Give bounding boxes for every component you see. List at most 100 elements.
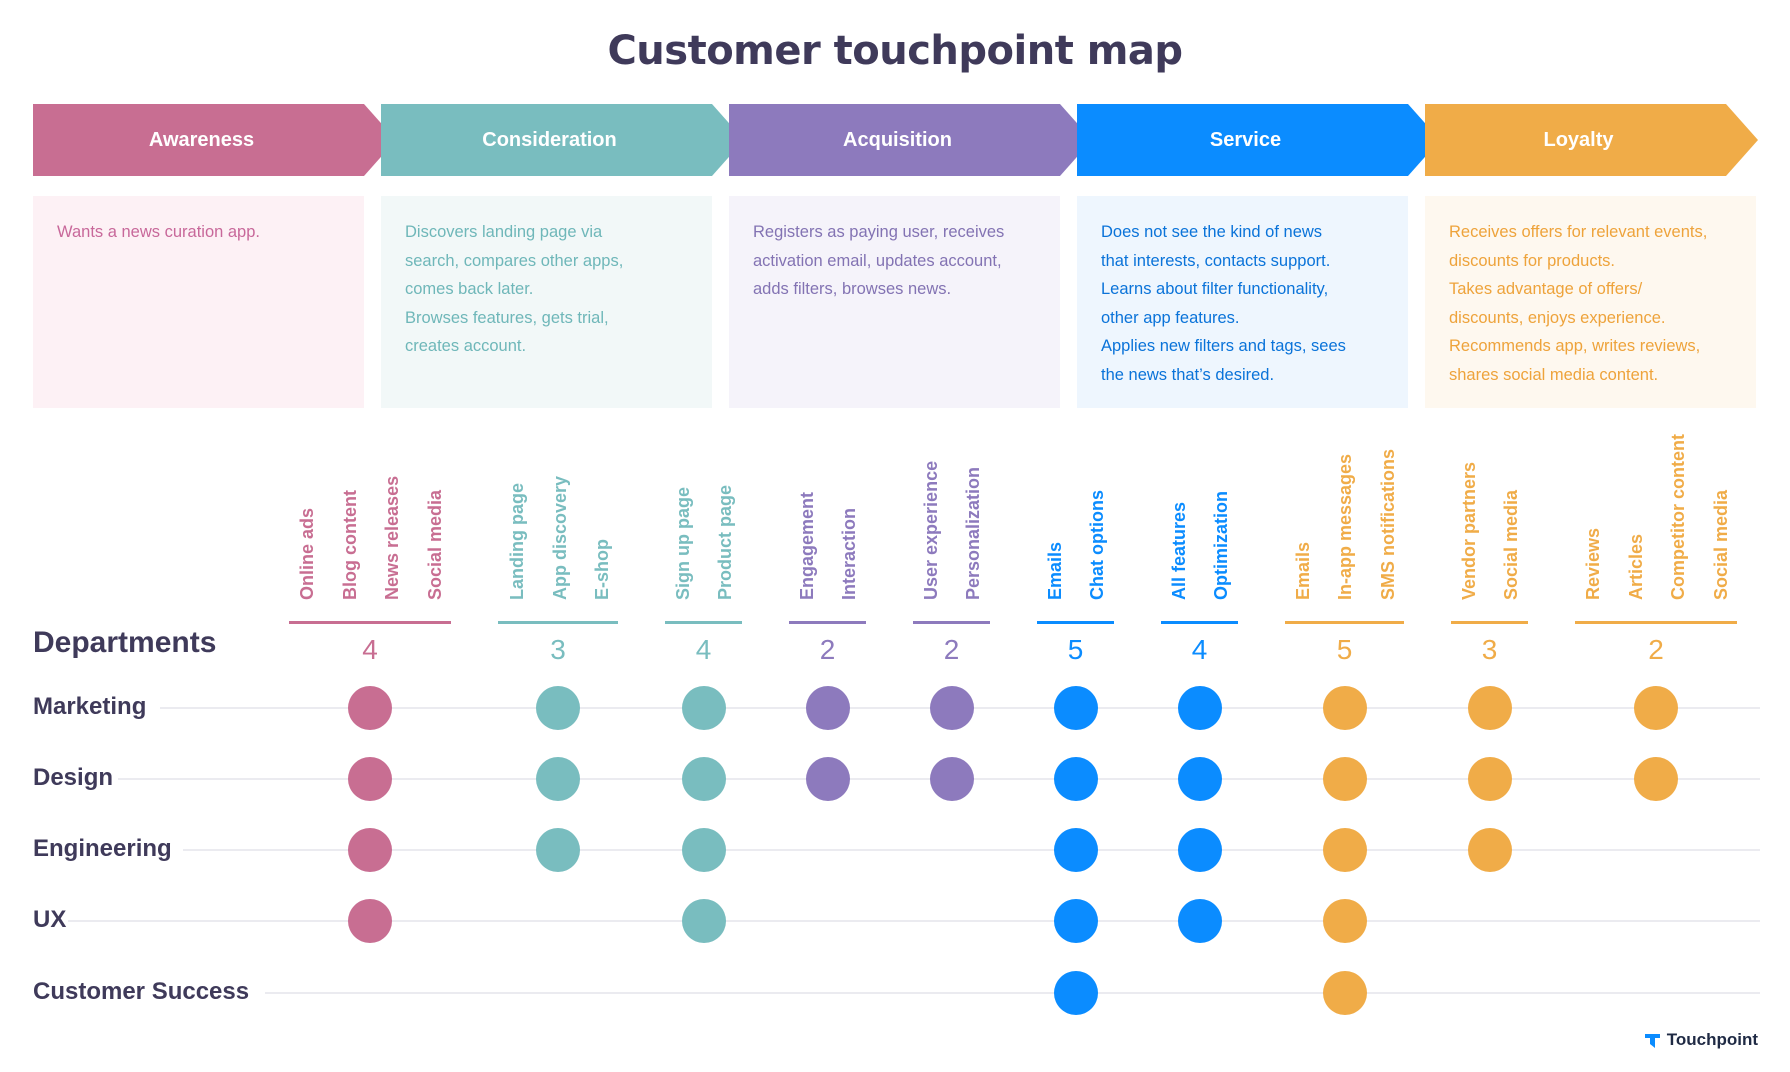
department-dot[interactable]	[1053, 828, 1098, 872]
department-dot[interactable]	[805, 686, 850, 730]
brand: Touchpoint	[1644, 1030, 1758, 1050]
dept-label-ux: UX	[33, 906, 67, 933]
department-dot[interactable]	[1177, 686, 1222, 730]
desc-line: discounts for products.	[1449, 251, 1615, 270]
desc-line: the news that’s desired.	[1101, 365, 1275, 384]
group-underline	[789, 621, 866, 624]
desc-line: Discovers landing page via	[405, 223, 603, 241]
department-dot[interactable]	[805, 757, 850, 801]
touchpoint-label: Landing page	[507, 483, 527, 600]
department-dot[interactable]	[348, 686, 392, 730]
department-dot[interactable]	[1053, 899, 1098, 943]
department-dot[interactable]	[1322, 757, 1367, 801]
touchpoint-label: Articles	[1626, 533, 1646, 600]
touchpoint-count: 5	[1336, 634, 1353, 665]
desc-line: Receives offers for relevant events,	[1449, 223, 1708, 241]
row-line	[265, 992, 1760, 994]
department-dot[interactable]	[1177, 899, 1222, 943]
stage-awareness[interactable]: Awareness	[33, 104, 396, 176]
department-dot[interactable]	[1322, 899, 1367, 943]
department-dot[interactable]	[1467, 828, 1512, 872]
touchpoint-count: 5	[1067, 634, 1084, 665]
touchpoint-count: 4	[1191, 634, 1208, 665]
group-underline	[913, 621, 990, 624]
desc-line: Wants a news curation app.	[57, 223, 260, 241]
department-dot[interactable]	[536, 757, 580, 801]
department-dot[interactable]	[348, 757, 392, 801]
stage-label: Service	[1209, 128, 1282, 151]
department-dot[interactable]	[1053, 757, 1098, 801]
touchpoint-label: Sign up page	[673, 486, 693, 600]
desc-line: Recommends app, writes reviews,	[1449, 337, 1701, 355]
stage-label: Awareness	[148, 128, 255, 151]
desc-awareness: Wants a news curation app.	[33, 196, 364, 408]
touchpoint-logo-icon	[1644, 1033, 1660, 1048]
desc-loyalty: Receives offers for relevant events, dis…	[1425, 196, 1756, 408]
department-dot[interactable]	[681, 757, 726, 801]
department-dot[interactable]	[1177, 757, 1222, 801]
desc-line: that interests, contacts support.	[1101, 251, 1331, 270]
group-underline	[1575, 621, 1737, 624]
group-underline	[1451, 621, 1528, 624]
touchpoint-label: Emails	[1293, 541, 1313, 600]
touchpoint-label: Optimization	[1211, 491, 1231, 600]
row-line	[68, 920, 1760, 922]
stage-label: Consideration	[482, 128, 617, 151]
desc-line: creates account.	[405, 337, 527, 355]
touchpoint-label: E-shop	[592, 539, 612, 600]
row-line	[183, 849, 1760, 851]
group-underline	[1285, 621, 1404, 624]
desc-consideration: Discovers landing page via search, compa…	[381, 196, 712, 408]
department-dot[interactable]	[348, 828, 392, 872]
department-dot[interactable]	[1322, 686, 1367, 730]
touchpoint-count: 4	[695, 634, 712, 665]
departments-header: Departments	[33, 626, 217, 659]
department-dot[interactable]	[536, 686, 580, 730]
touchpoint-label: Interaction	[839, 507, 859, 600]
touchpoint-label: Online ads	[297, 507, 317, 600]
department-dot[interactable]	[1177, 828, 1222, 872]
desc-line: discounts, enjoys experience.	[1449, 308, 1666, 327]
dept-label-marketing: Marketing	[33, 693, 147, 720]
desc-line: Learns about filter functionality,	[1101, 280, 1329, 298]
stage-service[interactable]: Service	[1077, 104, 1440, 176]
stage-label: Acquisition	[843, 128, 952, 151]
touchpoint-label: SMS notifications	[1378, 448, 1398, 600]
touchpoint-label: Personalization	[963, 466, 983, 600]
desc-line: comes back later.	[405, 280, 534, 298]
desc-acquisition: Registers as paying user, receives activ…	[729, 196, 1060, 408]
department-dot[interactable]	[1053, 971, 1098, 1015]
department-dot[interactable]	[1322, 828, 1367, 872]
desc-line: activation email, updates account,	[753, 251, 1002, 270]
department-dot[interactable]	[1467, 686, 1512, 730]
department-dot[interactable]	[681, 686, 726, 730]
desc-line: Applies new filters and tags, sees	[1101, 337, 1346, 355]
stage-loyalty[interactable]: Loyalty	[1425, 104, 1758, 176]
department-dot[interactable]	[348, 899, 392, 943]
department-dot[interactable]	[1634, 757, 1678, 801]
stage-acquisition[interactable]: Acquisition	[729, 104, 1092, 176]
department-dot[interactable]	[929, 757, 974, 801]
department-dot[interactable]	[1053, 686, 1098, 730]
brand-name: Touchpoint	[1666, 1030, 1758, 1049]
department-dot[interactable]	[1634, 686, 1678, 730]
touchpoint-label: Chat options	[1087, 490, 1107, 600]
desc-line: other app features.	[1101, 308, 1240, 327]
touchpoint-count: 2	[819, 634, 836, 665]
touchpoint-count: 3	[550, 634, 566, 665]
department-dot[interactable]	[929, 686, 974, 730]
dept-label-customer-success: Customer Success	[33, 978, 250, 1005]
department-dot[interactable]	[681, 828, 726, 872]
touchpoint-label: News releases	[382, 475, 402, 600]
department-dot[interactable]	[1322, 971, 1367, 1015]
touchpoint-label: All features	[1169, 501, 1189, 600]
department-dot[interactable]	[536, 828, 580, 872]
touchpoint-label: Social media	[1711, 489, 1731, 600]
desc-line: Takes advantage of offers/	[1449, 280, 1643, 298]
department-dot[interactable]	[1467, 757, 1512, 801]
group-underline	[289, 621, 451, 624]
stage-consideration[interactable]: Consideration	[381, 104, 744, 176]
touchpoint-label: Emails	[1045, 541, 1065, 600]
department-dot[interactable]	[681, 899, 726, 943]
group-underline	[1037, 621, 1114, 624]
